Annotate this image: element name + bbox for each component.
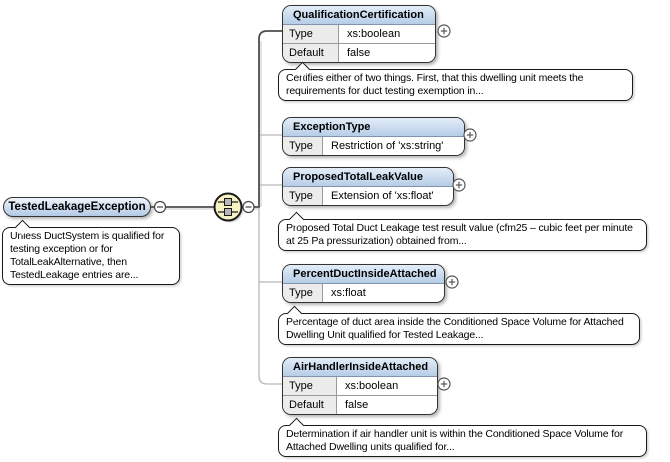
- collapse-toggle-root[interactable]: [153, 200, 167, 214]
- annotation-text: Proposed Total Duct Leakage test result …: [286, 222, 633, 247]
- annotation-air-handler-inside-attached: Determination if air handler unit is wit…: [278, 417, 647, 457]
- element-name: AirHandlerInsideAttached: [283, 358, 437, 377]
- element-percent-duct-inside-attached[interactable]: PercentDuctInsideAttached Type xs:float: [282, 264, 445, 303]
- element-tested-leakage-exception[interactable]: TestedLeakageException: [3, 197, 151, 217]
- expand-toggle-exception-type[interactable]: [463, 128, 477, 142]
- annotation-text: Determination if air handler unit is wit…: [286, 428, 624, 453]
- row-label: Type: [283, 284, 323, 302]
- element-qualification-certification[interactable]: QualificationCertification Type xs:boole…: [282, 5, 436, 63]
- element-air-handler-inside-attached[interactable]: AirHandlerInsideAttached Type xs:boolean…: [282, 357, 438, 415]
- attribute-row: Type Extension of 'xs:float': [283, 187, 453, 205]
- annotation-text: Certifies either of two things. First, t…: [286, 72, 584, 97]
- attribute-row: Type xs:float: [283, 284, 444, 302]
- row-label: Type: [283, 137, 323, 155]
- attribute-row: Type Restriction of 'xs:string': [283, 137, 464, 155]
- element-exception-type[interactable]: ExceptionType Type Restriction of 'xs:st…: [282, 117, 465, 156]
- attribute-row: Default false: [283, 395, 437, 414]
- attribute-row: Type xs:boolean: [283, 377, 437, 395]
- expand-toggle-qualification-certification[interactable]: [437, 24, 451, 38]
- expand-toggle-proposed-total-leak-value[interactable]: [452, 178, 466, 192]
- compositor-circle: [213, 192, 243, 222]
- annotation-percent-duct-inside-attached: Percentage of duct area inside the Condi…: [278, 305, 640, 345]
- row-value: false: [339, 44, 435, 62]
- expand-toggle-air-handler-inside-attached[interactable]: [437, 377, 451, 391]
- element-name: PercentDuctInsideAttached: [283, 265, 444, 284]
- annotation-root: Unless DuctSystem is qualified for testi…: [2, 219, 180, 285]
- row-value: xs:float: [323, 284, 444, 302]
- row-label: Type: [283, 25, 339, 43]
- row-label: Default: [283, 396, 337, 414]
- sequence-compositor-icon[interactable]: [213, 192, 244, 223]
- row-label: Type: [283, 187, 323, 205]
- annotation-proposed-total-leak-value: Proposed Total Duct Leakage test result …: [278, 211, 647, 251]
- collapse-toggle-compositor[interactable]: [242, 200, 255, 214]
- expand-toggle-percent-duct-inside-attached[interactable]: [445, 275, 459, 289]
- row-label: Type: [283, 377, 337, 395]
- connector-shadow: [151, 41, 262, 210]
- element-proposed-total-leak-value[interactable]: ProposedTotalLeakValue Type Extension of…: [282, 167, 454, 206]
- row-label: Default: [283, 44, 339, 62]
- annotation-qualification-certification: Certifies either of two things. First, t…: [278, 61, 633, 101]
- row-value: xs:boolean: [337, 377, 437, 395]
- element-name: ExceptionType: [283, 118, 464, 137]
- element-name: QualificationCertification: [283, 6, 435, 25]
- attribute-row: Type xs:boolean: [283, 25, 435, 43]
- compositor-node: [224, 198, 232, 206]
- row-value: xs:boolean: [339, 25, 435, 43]
- connector-line: [254, 30, 282, 208]
- compositor-node: [224, 208, 232, 216]
- annotation-text: Unless DuctSystem is qualified for testi…: [10, 230, 165, 281]
- row-value: Restriction of 'xs:string': [323, 137, 464, 155]
- annotation-text: Percentage of duct area inside the Condi…: [286, 316, 624, 341]
- row-value: false: [337, 396, 437, 414]
- row-value: Extension of 'xs:float': [323, 187, 453, 205]
- element-name: ProposedTotalLeakValue: [283, 168, 453, 187]
- attribute-row: Default false: [283, 43, 435, 62]
